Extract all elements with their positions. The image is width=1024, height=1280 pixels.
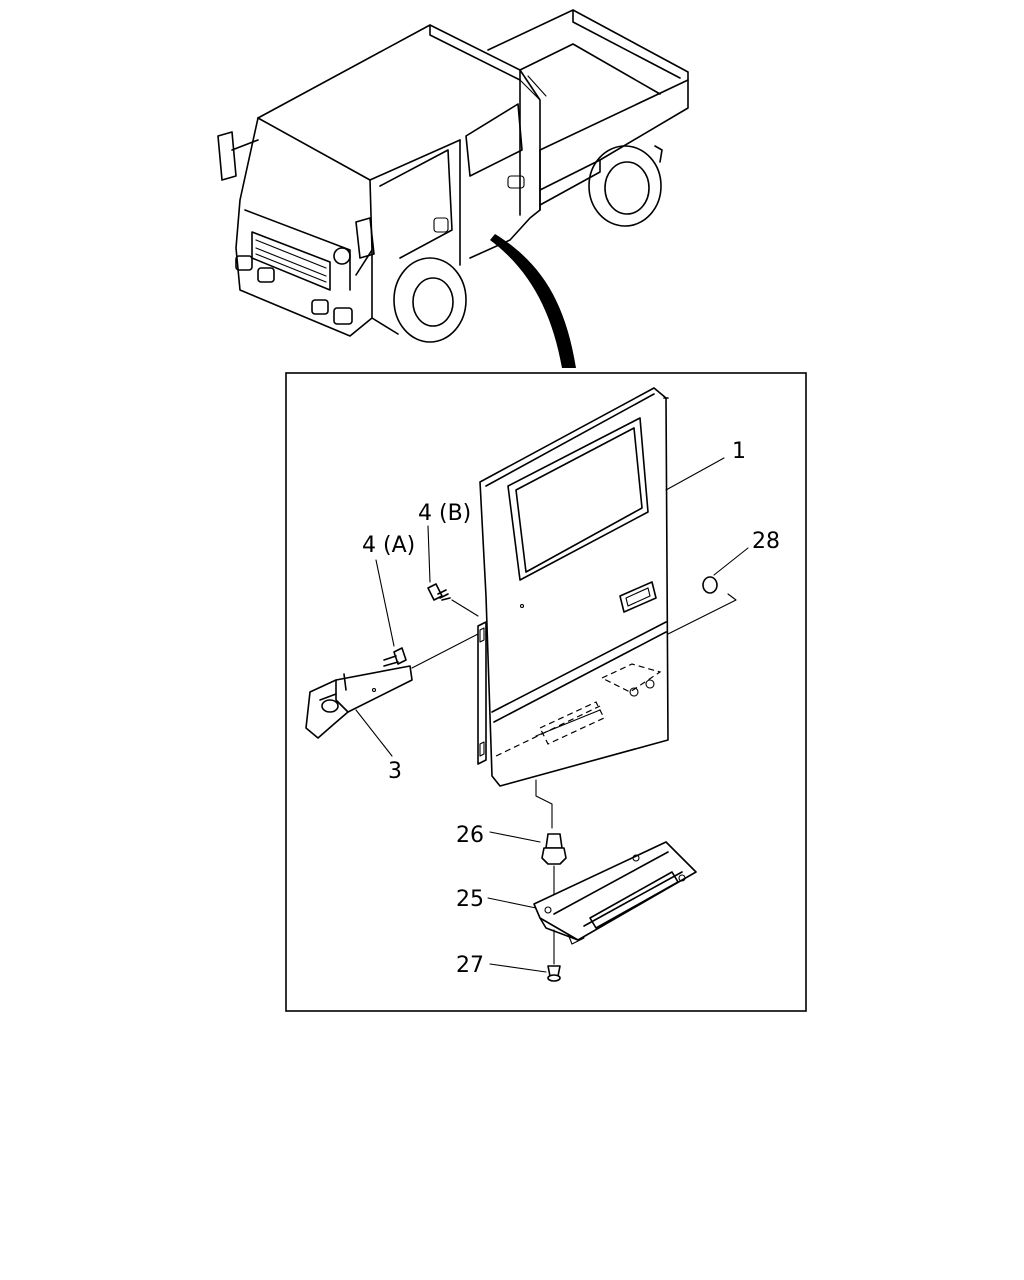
screw-part <box>547 965 561 982</box>
bolt-a-part <box>383 647 407 667</box>
step-plate-part <box>533 841 697 945</box>
detail-frame <box>285 372 807 1012</box>
truck-illustration <box>217 9 689 368</box>
hinge-part <box>305 665 413 739</box>
door-panel <box>477 387 669 787</box>
callout-26: 26 <box>456 823 484 848</box>
callout-3: 3 <box>388 759 402 784</box>
callout-4b: 4 (B) <box>418 501 471 526</box>
callout-4a: 4 (A) <box>362 533 415 558</box>
plug-part <box>702 576 718 594</box>
callout-25: 25 <box>456 887 484 912</box>
callout-28: 28 <box>752 529 780 554</box>
callout-27: 27 <box>456 953 484 978</box>
callout-1: 1 <box>732 439 746 464</box>
bolt-b-part <box>427 583 451 601</box>
bushing-part <box>541 833 567 865</box>
